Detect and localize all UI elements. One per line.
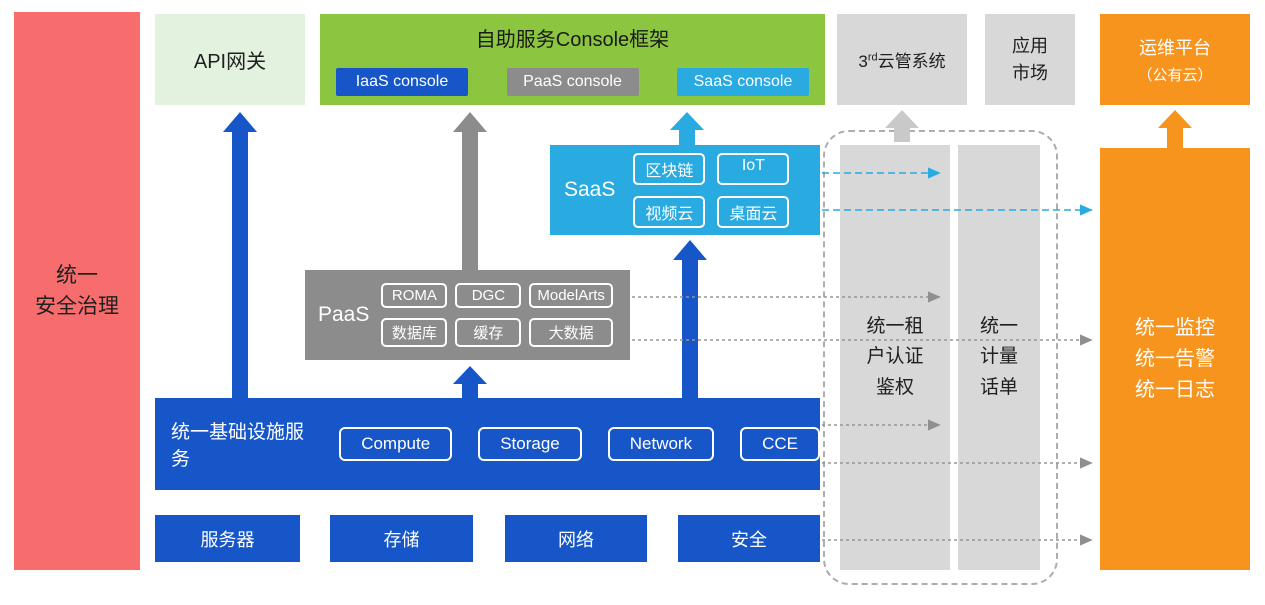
paas-chip-modelarts: ModelArts [529, 283, 613, 308]
arrow-monitoring-to-om-platform [1158, 110, 1192, 150]
security-governance-label: 统一 安全治理 [35, 263, 119, 319]
paas-chip-cache: 缓存 [455, 318, 522, 347]
hardware-box-network: 网络 [505, 515, 647, 562]
infrastructure-layer-box: 统一基础设施服务 Compute Storage Network CCE [155, 398, 820, 490]
saas-chip-video-cloud: 视频云 [633, 195, 706, 228]
tenant-auth-label: 统一租 户认证 鉴权 [866, 315, 924, 398]
saas-chip-blockchain: 区块链 [633, 152, 706, 185]
metering-column: 统一 计量 话单 [958, 145, 1040, 570]
paas-chip-bigdata: 大数据 [529, 318, 613, 347]
console-framework-box: 自助服务Console框架 IaaS console PaaS console … [320, 14, 825, 105]
paas-layer-box: PaaS ROMA DGC ModelArts 数据库 缓存 大数据 [305, 270, 630, 360]
infrastructure-chip-row: Compute Storage Network CCE [339, 427, 820, 461]
third-party-cloud-mgmt-box: 3rd云管系统 [837, 14, 967, 105]
third-cloud-prefix: 3 [858, 52, 868, 71]
paas-chip-dgc: DGC [455, 283, 522, 308]
paas-console-chip: PaaS console [506, 68, 639, 96]
hardware-box-storage: 存储 [330, 515, 473, 562]
iaas-console-chip: IaaS console [336, 68, 468, 96]
saas-layer-label: SaaS [564, 178, 616, 201]
infra-chip-storage: Storage [478, 427, 582, 461]
arrow-infra-to-saas [673, 240, 707, 400]
tenant-auth-column: 统一租 户认证 鉴权 [840, 145, 950, 570]
monitoring-box: 统一监控 统一告警 统一日志 [1100, 148, 1250, 570]
paas-layer-label: PaaS [318, 303, 370, 326]
infra-chip-network: Network [607, 427, 715, 461]
arrow-infra-to-api-gateway [223, 112, 257, 400]
infra-chip-cce: CCE [740, 427, 820, 461]
paas-chip-grid: ROMA DGC ModelArts 数据库 缓存 大数据 [381, 283, 613, 347]
om-platform-box: 运维平台 （公有云） [1100, 14, 1250, 105]
third-cloud-suffix: 云管系统 [877, 52, 946, 71]
infra-chip-compute: Compute [339, 427, 453, 461]
third-party-cloud-mgmt-label: 3rd云管系统 [858, 47, 945, 72]
arrow-saas-to-console [670, 112, 704, 147]
console-framework-title: 自助服务Console框架 [475, 29, 670, 51]
saas-chip-grid: 区块链 IoT 视频云 桌面云 [633, 152, 790, 228]
api-gateway-label: API网关 [193, 51, 267, 73]
saas-chip-iot: IoT [717, 152, 790, 185]
api-gateway-box: API网关 [155, 14, 305, 105]
shared-services-dashed-group [823, 130, 1058, 585]
arrow-infra-to-paas [453, 366, 487, 400]
paas-chip-roma: ROMA [381, 283, 448, 308]
third-cloud-sup: rd [867, 51, 878, 64]
security-governance-bar: 统一 安全治理 [14, 12, 140, 570]
paas-chip-database: 数据库 [381, 318, 448, 347]
app-market-box: 应用 市场 [985, 14, 1075, 105]
infrastructure-label: 统一基础设施服务 [171, 422, 305, 470]
metering-label: 统一 计量 话单 [979, 315, 1018, 398]
hardware-box-security: 安全 [678, 515, 820, 562]
saas-console-chip: SaaS console [677, 68, 809, 96]
hardware-box-server: 服务器 [155, 515, 300, 562]
app-market-label: 应用 市场 [1012, 36, 1048, 83]
om-platform-label: 运维平台 [1139, 38, 1211, 58]
monitoring-label: 统一监控 统一告警 统一日志 [1135, 316, 1215, 401]
console-button-row: IaaS console PaaS console SaaS console [320, 68, 825, 96]
saas-chip-desktop-cloud: 桌面云 [717, 195, 790, 228]
arrow-paas-to-console [453, 112, 487, 272]
saas-layer-box: SaaS 区块链 IoT 视频云 桌面云 [550, 145, 820, 235]
om-platform-sublabel: （公有云） [1137, 67, 1213, 84]
